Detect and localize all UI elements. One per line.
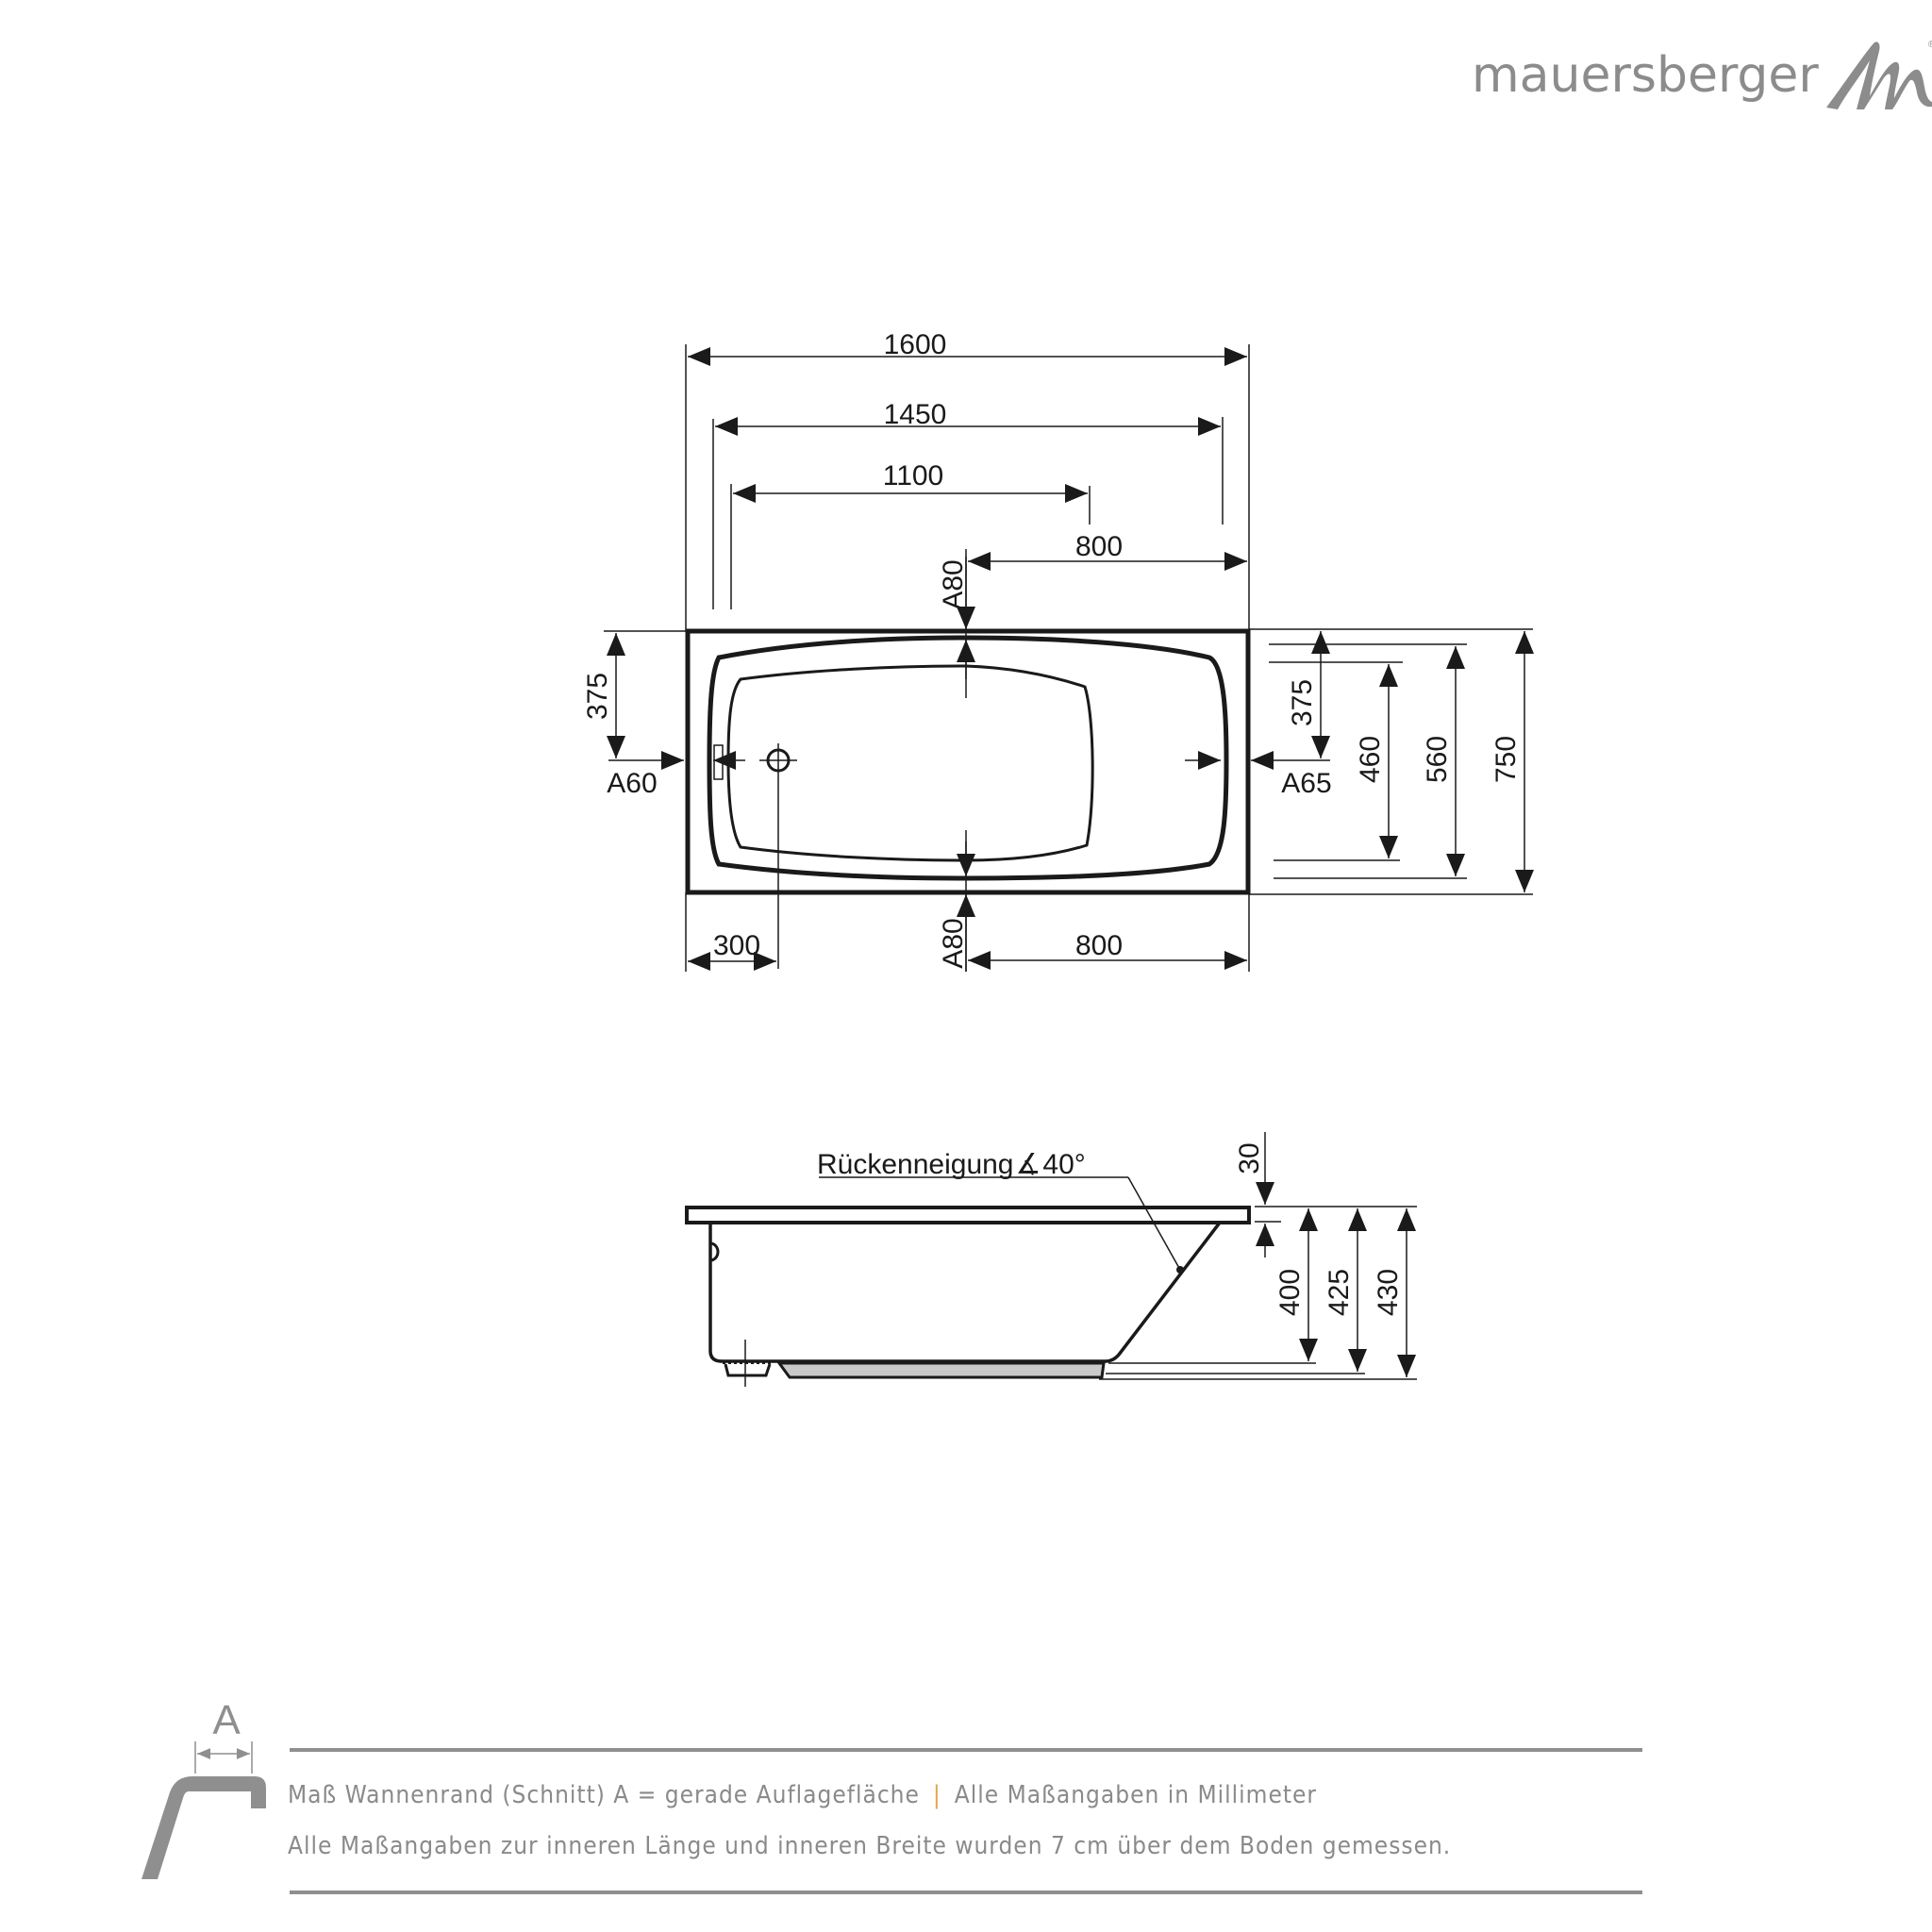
rim-profile-icon: A (142, 1697, 266, 1879)
tub-body-profile (708, 1221, 1222, 1363)
dim-rim-right: A65 (1281, 768, 1331, 799)
dim-inner-length-top: 1450 (884, 399, 947, 430)
basin-rim-outline (707, 635, 1229, 881)
dim-center-to-end-bottom: 800 (1075, 930, 1123, 961)
tub-outline (685, 628, 1251, 895)
dim-left-half-width: 375 (582, 673, 613, 720)
rim-measure-note: Maß Wannenrand (Schnitt) A = gerade Aufl… (288, 1781, 920, 1809)
tub-rim-profile (685, 1206, 1251, 1224)
dim-overall-width: 750 (1491, 736, 1522, 783)
dim-inner-width-floor: 460 (1355, 736, 1386, 783)
legend-separator: | (932, 1781, 941, 1809)
top-view (604, 344, 1534, 972)
brand-logo: mauersberger ® (1472, 38, 1932, 113)
legend-line-2: Alle Maßangaben zur inneren Länge und in… (288, 1832, 1452, 1860)
units-note: Alle Maßangaben in Millimeter (954, 1781, 1318, 1809)
side-view (685, 1132, 1417, 1387)
profile-label: A (212, 1697, 241, 1743)
dim-rim-bottom: A80 (938, 918, 969, 968)
dim-center-to-end-top: 800 (1075, 531, 1123, 562)
legend-line-1: Maß Wannenrand (Schnitt) A = gerade Aufl… (288, 1781, 1317, 1809)
dim-rim-left: A60 (607, 768, 657, 799)
registered-mark: ® (1928, 40, 1932, 50)
dim-inner-width-top: 560 (1422, 736, 1453, 783)
basin-floor-outline (726, 664, 1094, 862)
overflow-marker (713, 744, 724, 780)
dim-overall-height: 430 (1373, 1269, 1404, 1316)
dim-drain-offset: 300 (713, 930, 760, 961)
top-view-labels: 1600 1450 1100 800 800 300 A80 A80 A60 A… (582, 329, 1522, 969)
side-view-labels: Rückenneigung∡40° 30 400 425 430 (817, 1142, 1404, 1316)
legend-bottom-rule (290, 1890, 1642, 1894)
brand-mark-icon: ® (1825, 40, 1932, 109)
backrest-label: Rückenneigung∡40° (817, 1149, 1086, 1180)
dim-depth-425: 425 (1324, 1269, 1355, 1316)
dim-rim-top: A80 (938, 559, 969, 609)
tub-base-plate (776, 1361, 1106, 1379)
dim-rim-thickness: 30 (1234, 1142, 1265, 1174)
dim-depth-400: 400 (1274, 1269, 1306, 1316)
legend-top-rule (290, 1748, 1642, 1752)
dim-overall-length: 1600 (884, 329, 947, 360)
dim-inner-length-floor: 1100 (883, 460, 944, 491)
brand-name: mauersberger (1472, 47, 1819, 104)
dim-right-half-width: 375 (1287, 679, 1318, 726)
